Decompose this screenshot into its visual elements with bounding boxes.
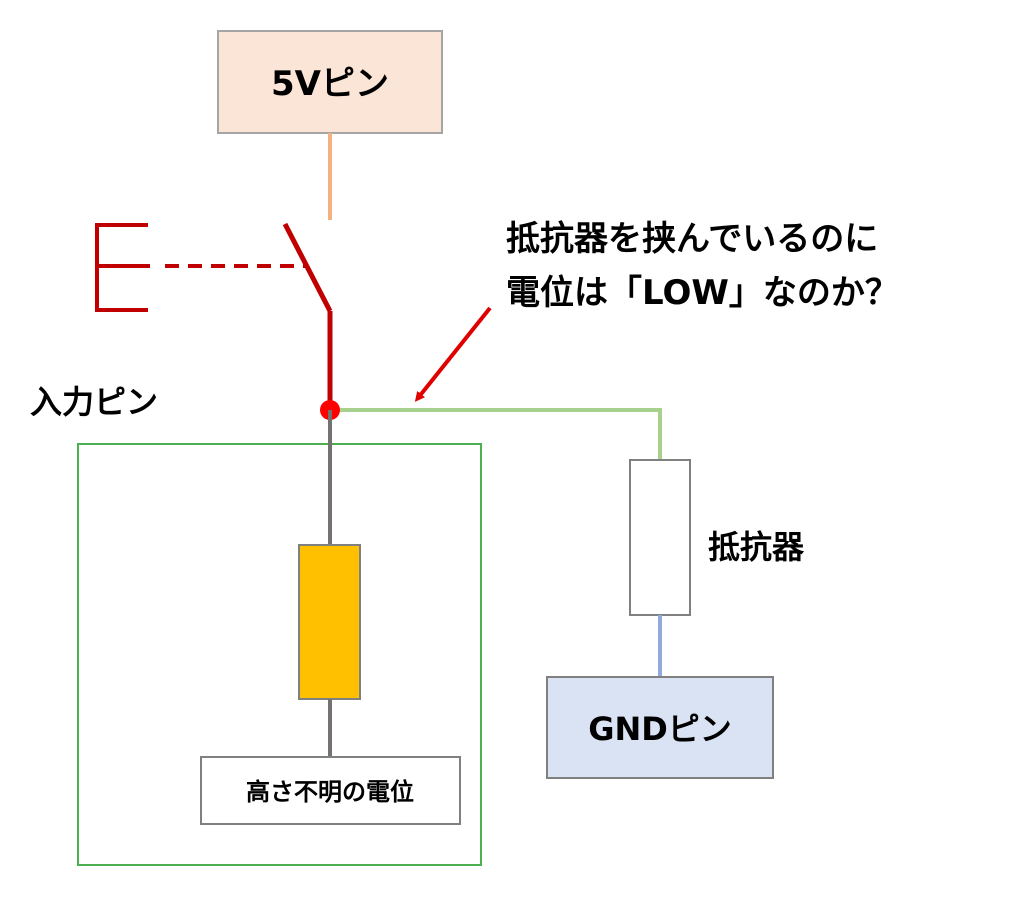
five-volt-pin-box (217, 30, 443, 134)
gnd-pin-label: GNDピン (588, 710, 732, 748)
annotation-arrow (414, 306, 492, 402)
wire-external (340, 408, 662, 460)
question-line-2: 電位は「LOW」なのか？ (506, 273, 899, 313)
unknown-potential-label: 高さ不明の電位 (246, 778, 414, 806)
unknown-potential-box (200, 756, 461, 825)
resistor-label: 抵抗器 (708, 528, 805, 566)
gnd-pin-box (546, 676, 774, 779)
five-volt-pin-label: 5Vピン (271, 64, 389, 104)
external-resistor (629, 459, 691, 616)
internal-area-box (77, 443, 482, 866)
internal-resistor (298, 544, 361, 700)
switch-contact (282, 222, 333, 313)
input-pin-label: 入力ピン (30, 383, 158, 421)
question-line-1: 抵抗器を挟んでいるのに (506, 219, 878, 259)
